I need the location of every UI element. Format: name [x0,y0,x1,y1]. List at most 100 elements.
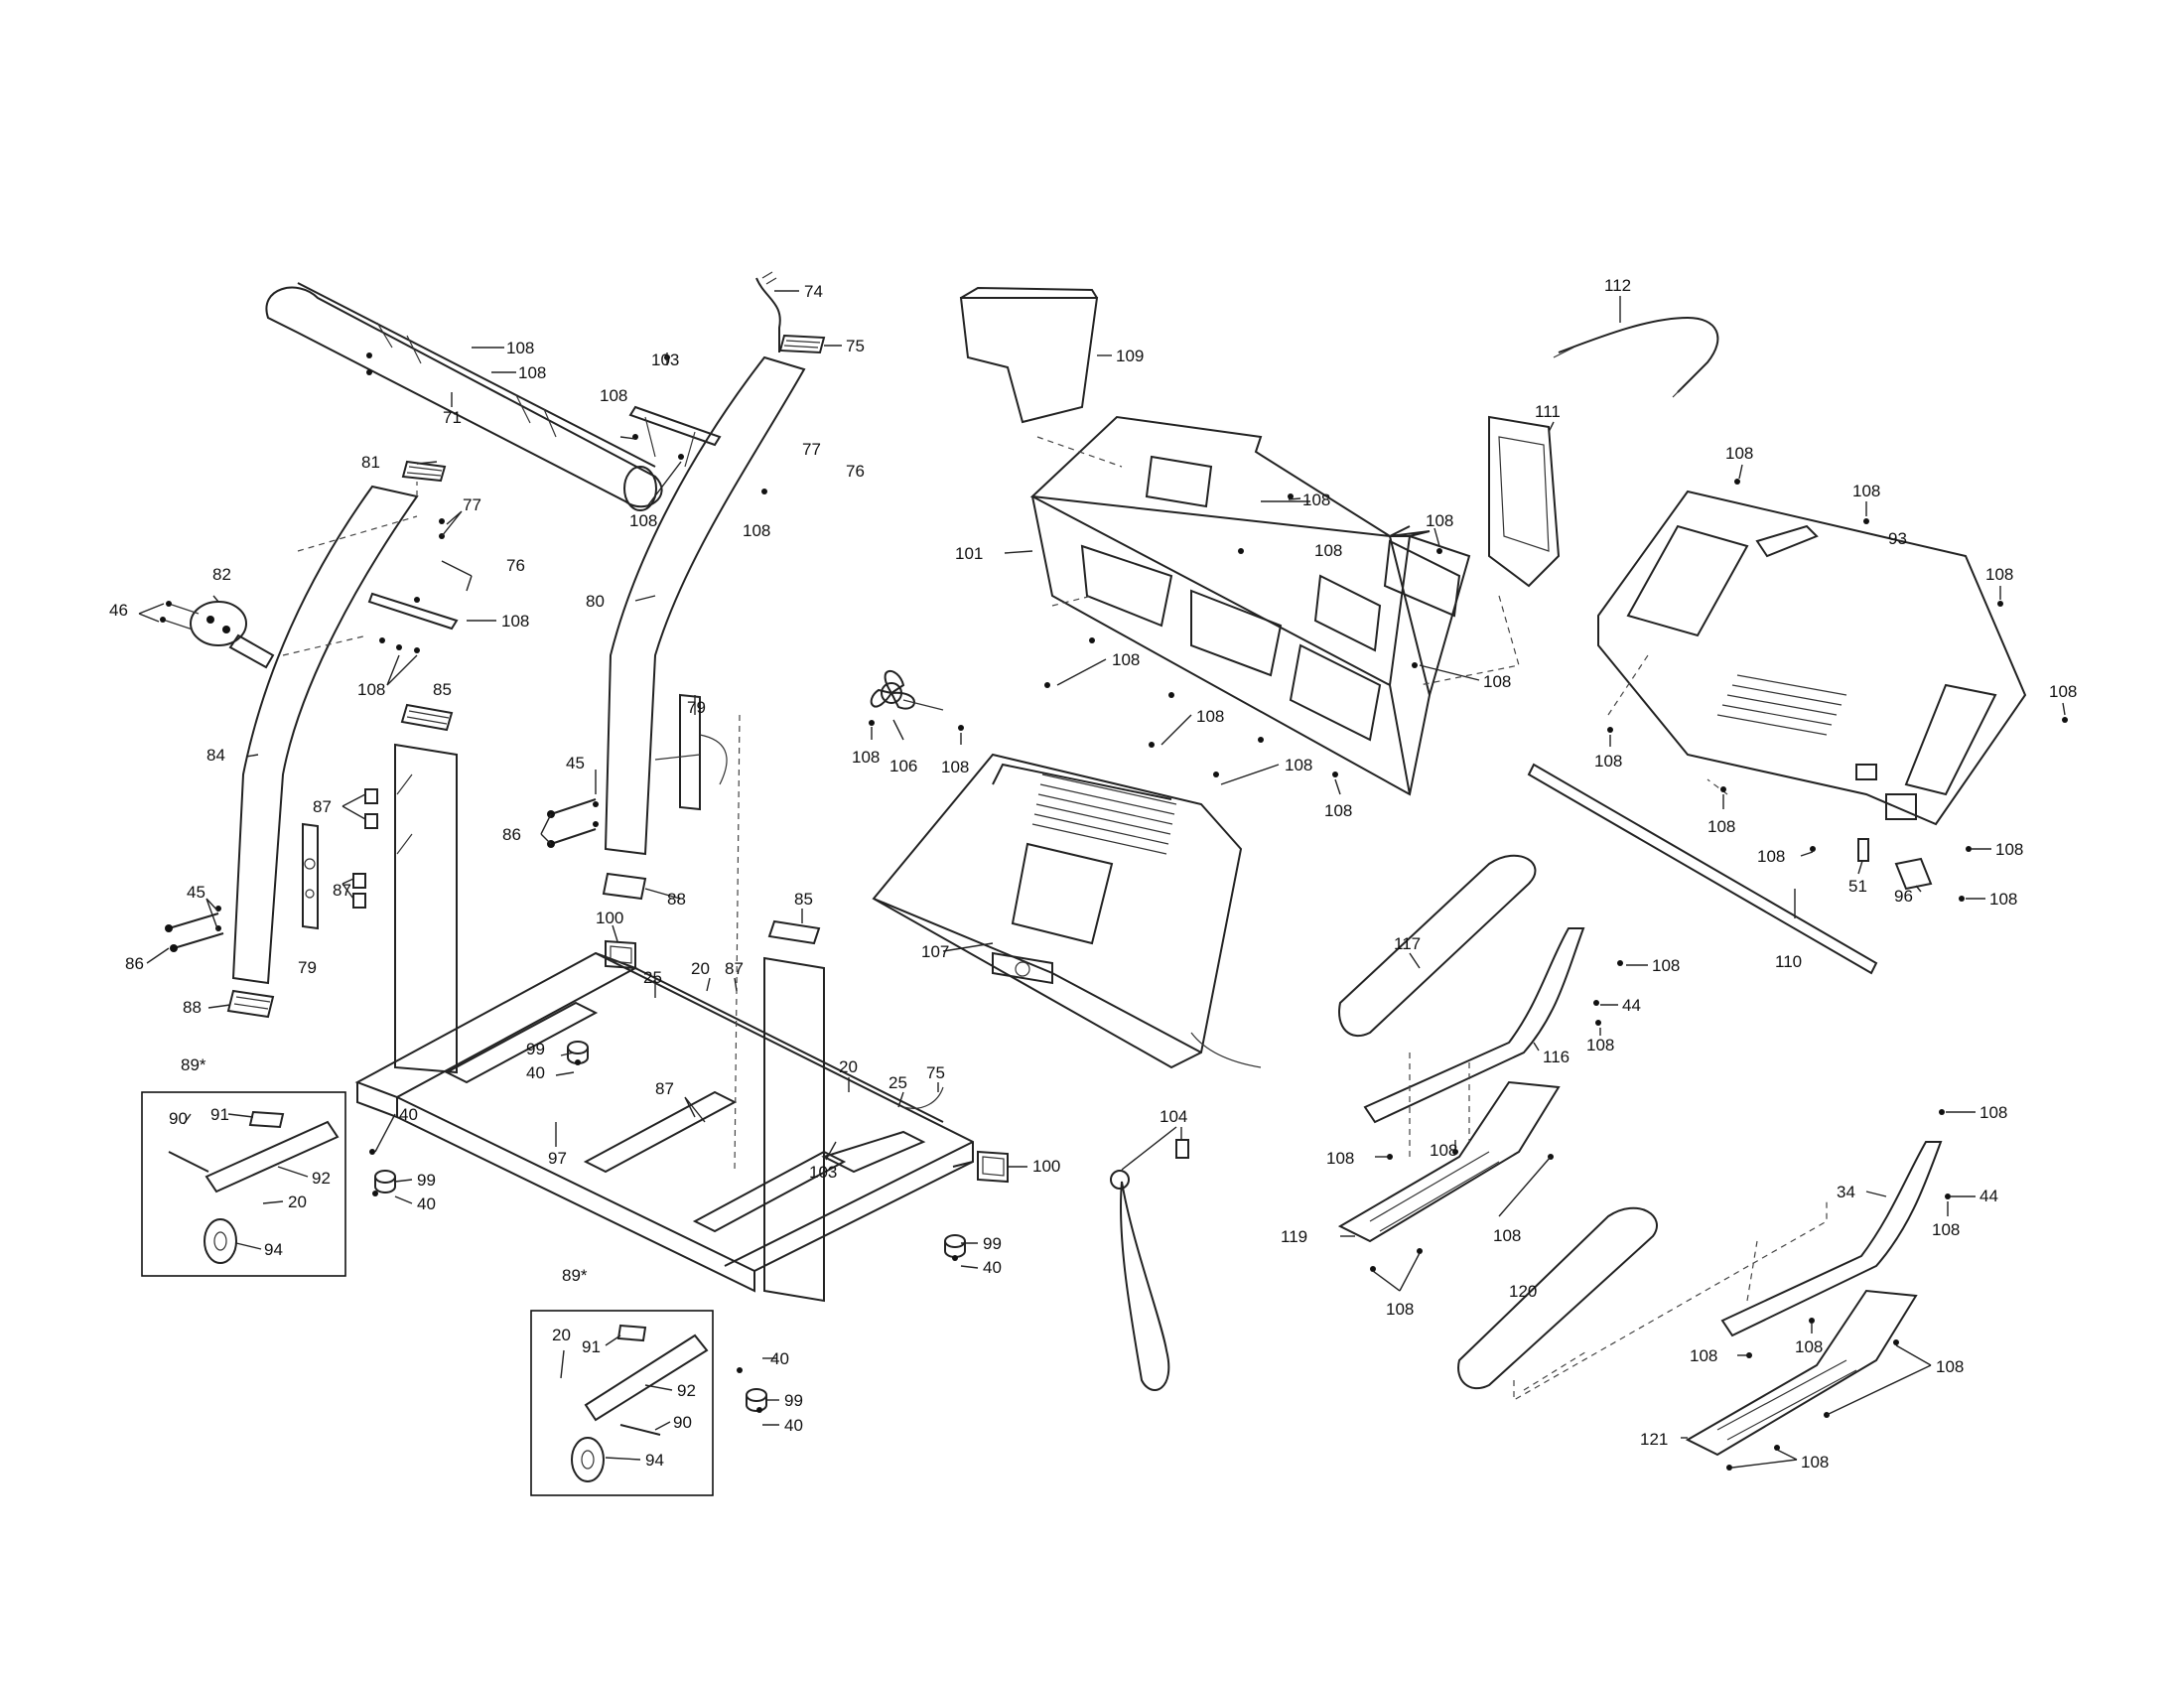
label-103: 103 [809,1163,837,1182]
label-40: 40 [417,1194,436,1213]
label-20: 20 [288,1193,307,1211]
label-116: 116 [1543,1048,1570,1066]
label-85: 85 [794,890,813,909]
part-89-caster-assembly-1 [141,1091,346,1277]
label-108: 108 [357,680,385,699]
part-119-side-tray [1337,1080,1561,1243]
label-97: 97 [548,1149,567,1168]
part-85-plate [400,703,454,732]
label-108: 108 [1989,890,2017,909]
label-77: 77 [802,440,821,459]
part-100-end-cap-right [977,1150,1009,1184]
part-99-foot-3 [944,1234,966,1258]
part-104-belt [1110,1139,1189,1391]
label-108: 108 [600,386,627,405]
label-77: 77 [463,495,481,514]
label-106: 106 [889,757,917,775]
part-117-side-cap [1338,854,1537,1038]
part-75-plate [778,334,826,354]
label-99: 99 [784,1391,803,1410]
label-88: 88 [667,890,686,909]
label-25: 25 [888,1073,907,1092]
label-84: 84 [206,746,225,765]
label-51: 51 [1848,877,1867,896]
callout-labels: 74 75 103 108 108 71 108 108 77 76 108 8… [109,276,2077,1472]
label-91: 91 [210,1105,229,1124]
label-103: 103 [651,351,679,369]
label-25: 25 [643,968,662,987]
label-108: 108 [1302,491,1330,509]
label-109: 109 [1116,347,1144,365]
label-44: 44 [1979,1187,1998,1205]
label-108: 108 [1801,1453,1829,1472]
part-109-tray [959,286,1099,424]
part-88-plate-left [226,989,275,1019]
label-117: 117 [1394,934,1421,953]
label-108: 108 [1285,756,1312,774]
label-112: 112 [1604,276,1631,295]
label-99: 99 [526,1040,545,1058]
part-51-component [1857,838,1869,862]
part-left-upright-bracket [367,592,459,631]
part-111-tray [1488,415,1561,588]
label-20: 20 [552,1326,571,1344]
label-104: 104 [1160,1107,1187,1126]
label-108: 108 [518,363,546,382]
part-46-screws [160,601,200,631]
label-20: 20 [691,959,710,978]
part-82-knob [190,601,275,669]
label-108: 108 [1386,1300,1414,1319]
label-20: 20 [839,1057,858,1076]
part-103-bracket [628,405,722,468]
label-90: 90 [169,1109,188,1128]
label-76: 76 [846,462,865,481]
label-81: 81 [361,453,380,472]
part-110-rail [1527,763,1878,975]
label-108: 108 [1725,444,1753,463]
part-89-caster-assembly-2 [530,1310,714,1496]
part-84-left-upright [231,485,419,985]
label-107: 107 [921,942,949,961]
part-34-side-rail [1720,1141,1943,1337]
label-90: 90 [673,1413,692,1432]
label-100: 100 [1032,1157,1060,1176]
label-111: 111 [1535,402,1561,421]
label-87: 87 [655,1079,674,1098]
label-34: 34 [1837,1183,1855,1201]
label-89*: 89* [562,1266,588,1285]
part-97-base-frame [354,951,974,1293]
label-94: 94 [264,1240,283,1259]
label-94: 94 [645,1451,664,1470]
part-86-bolts-left [165,912,224,952]
label-108: 108 [1932,1220,1960,1239]
label-108: 108 [1493,1226,1521,1245]
label-108: 108 [1979,1103,2007,1122]
label-110: 110 [1775,952,1802,971]
label-87: 87 [333,881,351,900]
label-108: 108 [1985,565,2013,584]
label-40: 40 [983,1258,1002,1277]
label-108: 108 [501,612,529,631]
label-40: 40 [770,1349,789,1368]
part-106-fan [870,669,944,711]
label-85: 85 [433,680,452,699]
label-80: 80 [586,592,605,611]
label-108: 108 [1795,1337,1823,1356]
label-87: 87 [313,797,332,816]
label-79: 79 [298,958,317,977]
part-80-right-upright [604,355,806,856]
label-108: 108 [1652,956,1680,975]
label-45: 45 [187,883,205,902]
part-87-clips-left [352,788,378,909]
label-87: 87 [725,959,744,978]
label-101: 101 [955,544,983,563]
part-79-bracket-left [302,822,319,930]
label-75: 75 [926,1063,945,1082]
part-99-foot-4 [746,1388,767,1412]
label-99: 99 [983,1234,1002,1253]
label-45: 45 [566,754,585,772]
part-121-side-tray [1685,1289,1918,1457]
label-108: 108 [852,748,880,767]
label-40: 40 [399,1105,418,1124]
